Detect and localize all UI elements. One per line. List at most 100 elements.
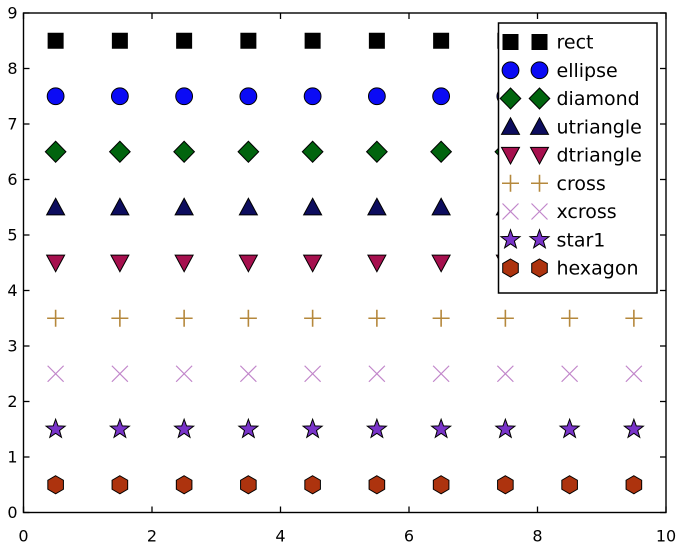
marker-xcross [432,365,450,383]
marker-ellipse [303,87,322,106]
marker-hexagon [47,475,64,495]
marker-star1 [430,417,453,439]
marker-hexagon [497,475,514,495]
y-tick-label: 4 [7,281,17,300]
marker-utriangle [431,197,451,216]
marker-xcross [496,365,514,383]
marker-cross [368,309,386,327]
legend-marker-utriangle [529,116,550,135]
marker-rect [368,32,385,49]
marker-cross [496,309,514,327]
marker-ellipse [110,87,129,106]
marker-xcross [239,365,257,383]
marker-xcross [47,365,65,383]
legend-marker-hexagon [502,258,519,278]
legend-marker-utriangle [500,116,521,135]
marker-diamond [365,140,388,163]
x-tick-label: 6 [404,527,414,544]
y-tick-label: 9 [7,4,17,23]
legend-label-hexagon: hexagon [557,258,639,280]
legend-label-rect: rect [557,32,594,54]
marker-star1 [44,417,67,439]
marker-hexagon [304,475,321,495]
legend-label-ellipse: ellipse [557,60,618,82]
marker-rect [240,32,257,49]
marker-cross [111,309,129,327]
marker-ellipse [367,87,386,106]
marker-hexagon [368,475,386,495]
marker-cross [625,309,643,327]
marker-cross [432,309,450,327]
marker-utriangle [367,197,387,216]
marker-dtriangle [431,254,451,273]
marker-utriangle [238,197,259,216]
legend-label-utriangle: utriangle [557,116,642,138]
marker-hexagon [432,475,450,495]
marker-xcross [111,365,129,383]
legend-marker-star1 [499,228,522,250]
legend-marker-xcross [531,203,548,220]
marker-diamond [108,140,131,163]
marker-xcross [304,365,322,383]
legend-label-xcross: xcross [557,201,617,223]
marker-star1 [558,417,581,439]
legend-marker-hexagon [531,258,548,278]
marker-cross [304,309,322,327]
marker-star1 [237,417,260,439]
marker-utriangle [174,197,194,216]
x-tick-label: 0 [18,527,28,544]
marker-dtriangle [174,254,194,273]
y-tick-label: 6 [7,170,17,189]
y-tick-label: 3 [7,337,17,356]
y-tick-label: 0 [7,503,17,522]
marker-xcross [368,365,386,383]
marker-rect [47,32,64,49]
marker-diamond [430,140,453,163]
marker-cross [175,309,193,327]
marker-ellipse [46,87,65,106]
marker-diamond [301,140,324,163]
legend-label-dtriangle: dtriangle [557,145,642,167]
legend-marker-cross [531,174,548,192]
legend-marker-ellipse [530,61,549,80]
marker-star1 [173,417,196,439]
legend-marker-dtriangle [500,146,521,166]
marker-cross [239,309,257,327]
marker-xcross [625,365,643,383]
marker-dtriangle [45,254,66,273]
marker-ellipse [175,87,194,106]
x-tick-label: 4 [275,527,285,544]
marker-hexagon [625,475,643,495]
marker-cross [561,309,579,327]
legend-marker-diamond [499,87,522,110]
marker-xcross [561,365,579,383]
marker-diamond [237,140,260,163]
marker-ellipse [432,87,451,106]
y-tick-label: 1 [7,448,17,467]
legend-marker-rect [502,34,519,50]
x-tick-label: 10 [656,527,676,544]
axes-frame [22,12,667,514]
marker-star1 [108,417,131,439]
marker-dtriangle [367,254,387,273]
legend-marker-cross [502,174,519,192]
marker-star1 [494,417,517,439]
marker-hexagon [240,475,257,495]
marker-dtriangle [302,254,323,273]
marker-rect [111,32,128,49]
x-tick-label: 2 [147,527,157,544]
marker-rect [176,32,193,49]
legend-label-cross: cross [557,173,606,195]
x-tick-label: 8 [532,527,542,544]
marker-star1 [622,417,645,439]
marker-ellipse [239,87,258,106]
marker-diamond [173,140,196,163]
marker-star1 [365,417,388,439]
marker-utriangle [302,197,323,216]
marker-hexagon [561,475,578,495]
marker-dtriangle [238,254,259,273]
marker-rect [433,32,450,49]
marker-star1 [301,417,324,439]
